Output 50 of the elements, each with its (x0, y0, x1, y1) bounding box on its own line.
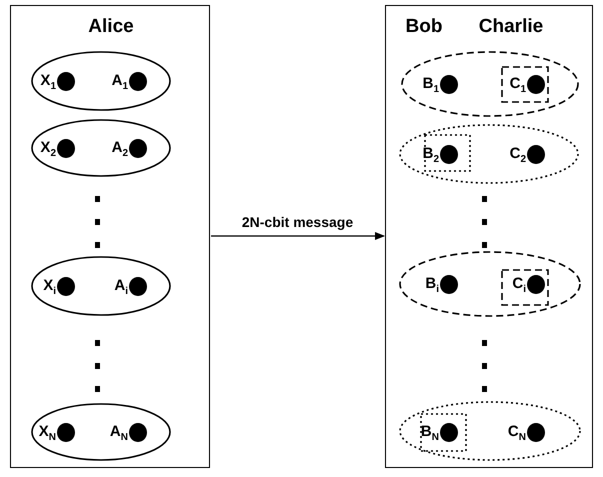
dashed-box (501, 269, 549, 306)
qubit-dot (440, 423, 458, 442)
dotted-box (424, 134, 471, 172)
party-name: Alice (88, 16, 134, 38)
qubit-label: A$_{i}$ (113, 278, 128, 299)
qubit-label: X$_{2}$ (39, 140, 56, 161)
pair-ellipse (399, 124, 579, 184)
party-panel (385, 5, 593, 468)
qubit-dot (440, 145, 458, 164)
qubit-label: C$_{N}$ (506, 424, 526, 445)
pair-ellipse (31, 256, 171, 316)
party-name: Charlie (478, 16, 544, 38)
qubit-dot (440, 75, 458, 94)
pair-ellipse (399, 251, 581, 317)
qubit-dot (527, 423, 545, 442)
party-name: Bob (406, 16, 442, 38)
qubit-label: A$_{1}$ (110, 73, 128, 94)
qubit-label: C$_{i}$ (511, 276, 526, 297)
qubit-dot (57, 277, 75, 296)
dotted-box (420, 413, 467, 452)
qubit-dot (129, 277, 147, 296)
pair-ellipse (401, 51, 579, 117)
qubit-label: X$_{1}$ (39, 73, 56, 94)
qubit-label: C$_{1}$ (508, 76, 526, 97)
qubit-label: X$_{N}$ (38, 424, 56, 445)
qubit-label: X$_{i}$ (42, 278, 56, 299)
qubit-dot (527, 145, 545, 164)
qubit-label: B$_{1}$ (422, 76, 439, 97)
pair-ellipse (31, 119, 171, 177)
qubit-dot (129, 139, 147, 158)
pair-ellipse (31, 403, 171, 461)
arrow (211, 232, 385, 240)
pair-ellipse (31, 51, 171, 111)
dashed-box (501, 66, 549, 103)
qubit-label: B$_{i}$ (424, 276, 439, 297)
qubit-dot (129, 423, 147, 442)
qubit-dot (527, 275, 545, 294)
qubit-label: A$_{2}$ (110, 140, 128, 161)
qubit-label: A$_{N}$ (108, 424, 128, 445)
qubit-dot (440, 275, 458, 294)
qubit-label: C$_{2}$ (508, 146, 526, 167)
qubit-dot (527, 75, 545, 94)
qubit-dot (57, 139, 75, 158)
qubit-dot (129, 72, 147, 91)
qubit-dot (57, 423, 75, 442)
pair-ellipse (399, 401, 581, 461)
edge-label: 2N-cbit message (242, 214, 354, 230)
qubit-dot (57, 72, 75, 91)
party-panel (10, 5, 210, 468)
qubit-label: B$_{N}$ (420, 424, 439, 445)
